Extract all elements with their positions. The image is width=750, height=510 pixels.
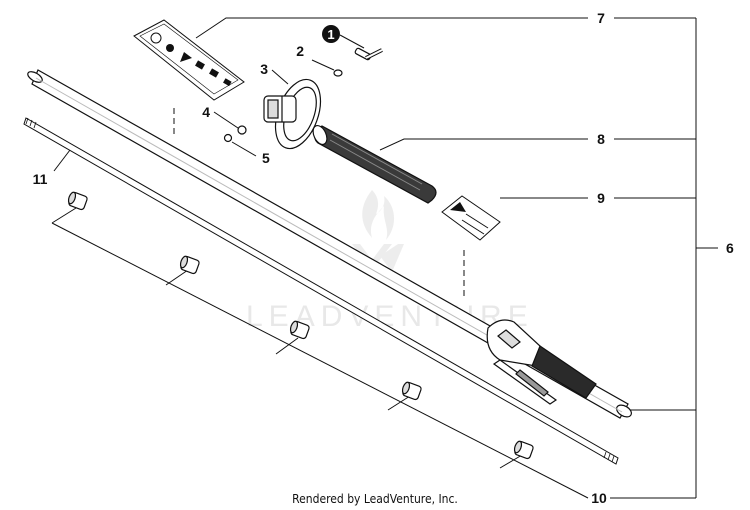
callout-10[interactable]: 10	[591, 490, 607, 506]
watermark-logo	[352, 190, 404, 272]
screw	[354, 47, 383, 61]
bushing-2	[179, 255, 200, 275]
decal-label	[133, 19, 245, 101]
callout-5[interactable]: 5	[262, 150, 270, 166]
callout-6[interactable]: 6	[726, 240, 734, 256]
bushing-1	[67, 191, 88, 211]
callout-3[interactable]: 3	[260, 61, 268, 77]
nuts	[223, 125, 247, 143]
washer	[333, 69, 343, 77]
bushings	[67, 191, 534, 460]
footer-credit: Rendered by LeadVenture, Inc.	[292, 492, 458, 506]
drive-shaft	[23, 117, 619, 465]
callout-4[interactable]: 4	[202, 104, 210, 120]
callout-7[interactable]: 7	[597, 10, 605, 26]
callout-1-badge	[322, 25, 340, 43]
leader-lines	[51, 17, 718, 499]
throttle-housing	[486, 319, 597, 405]
callout-8[interactable]: 8	[597, 131, 605, 147]
handle-grip	[312, 124, 437, 204]
bushing-3	[289, 320, 310, 340]
handle-bracket	[263, 78, 322, 150]
assembly-dashes	[173, 108, 465, 300]
bushing-5	[513, 440, 534, 460]
callout-9[interactable]: 9	[597, 190, 605, 206]
bushing-4	[401, 381, 422, 401]
callout-11[interactable]: 11	[33, 171, 48, 187]
callout-2[interactable]: 2	[296, 43, 304, 59]
callout-1[interactable]: 1	[327, 27, 334, 42]
warning-label	[441, 195, 501, 241]
